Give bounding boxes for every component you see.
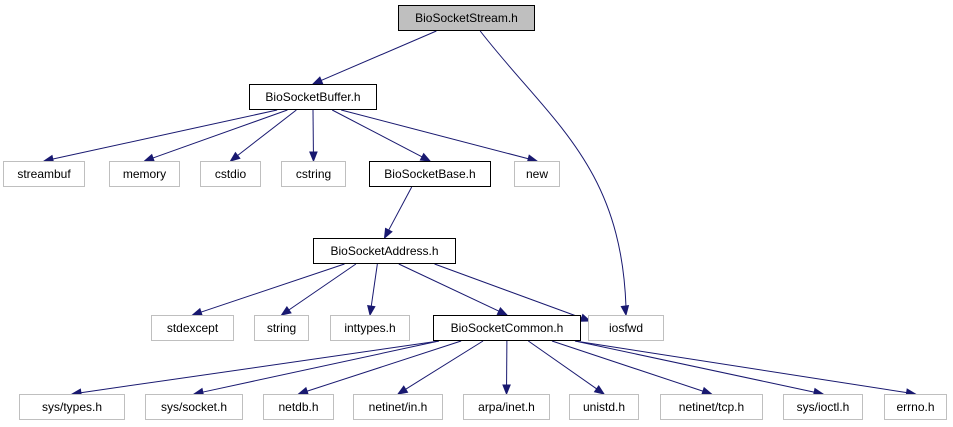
edge-line (551, 340, 705, 392)
edge-line (574, 340, 908, 394)
edge-line (320, 30, 437, 82)
edge-line (79, 340, 440, 394)
edge-line (387, 186, 413, 232)
edge-line (51, 109, 278, 160)
node-netinet-in-h: netinet/in.h (353, 394, 443, 420)
edge-arrowhead (280, 306, 292, 316)
node-sys-ioctl-h: sys/ioctl.h (783, 394, 863, 420)
edge-line (341, 109, 530, 160)
edge-arrowhead (229, 151, 241, 162)
node-biosocketcommon-h[interactable]: BioSocketCommon.h (433, 315, 581, 341)
edge-common-to-errno (574, 340, 917, 397)
node-biosocketbuffer-h[interactable]: BioSocketBuffer.h (249, 84, 377, 110)
edge-common-to-systypes (70, 340, 440, 397)
node-netdb-h: netdb.h (263, 394, 334, 420)
node-inttypes-h: inttypes.h (330, 315, 410, 341)
node-biosocketbase-h[interactable]: BioSocketBase.h (369, 161, 491, 187)
edge-line (151, 109, 288, 159)
edge-buffer-to-memory (143, 109, 288, 162)
edge-arrowhead (383, 227, 393, 240)
node-iosfwd: iosfwd (588, 315, 664, 341)
node-sys-socket-h: sys/socket.h (145, 394, 243, 420)
edge-buffer-to-base (331, 109, 432, 162)
edge-common-to-arpainet (502, 340, 511, 396)
node-cstdio: cstdio (200, 161, 261, 187)
node-unistd-h: unistd.h (569, 394, 639, 420)
edge-arrowhead (309, 151, 318, 163)
edge-common-to-netinetin (396, 340, 484, 395)
node-netinet-tcp-h: netinet/tcp.h (660, 394, 763, 420)
node-biosocketaddress-h[interactable]: BioSocketAddress.h (313, 238, 456, 264)
edge-arrowhead (620, 305, 630, 317)
edge-arrowhead (367, 304, 376, 317)
edge-arrowhead (593, 384, 606, 395)
node-biosocketstream-h: BioSocketStream.h (398, 5, 535, 31)
edge-address-to-common (398, 263, 509, 316)
edge-arrowhead (579, 313, 592, 322)
edge-stream-to-buffer (311, 30, 437, 85)
node-stdexcept: stdexcept (151, 315, 234, 341)
edge-buffer-to-streambuf (42, 109, 278, 164)
node-memory: memory (109, 161, 180, 187)
edge-arrowhead (419, 152, 432, 162)
node-string: string (254, 315, 309, 341)
edge-address-to-stdexcept (191, 263, 345, 317)
edge-arrowhead (311, 76, 324, 85)
edge-line (479, 30, 627, 308)
edge-line (199, 263, 345, 313)
edge-line (434, 263, 583, 319)
edge-address-to-inttypes (367, 263, 378, 317)
edge-arrowhead (396, 385, 409, 395)
edge-line (305, 340, 462, 392)
node-errno-h: errno.h (884, 394, 947, 420)
edge-line (236, 109, 297, 157)
edge-buffer-to-cstdio (229, 109, 297, 162)
edge-line (404, 340, 484, 391)
edge-line (370, 263, 378, 308)
node-sys-types-h: sys/types.h (19, 394, 125, 420)
edge-line (287, 263, 357, 311)
node-streambuf: streambuf (3, 161, 85, 187)
edge-arrowhead (502, 384, 511, 396)
edge-arrowhead (496, 307, 509, 316)
edge-common-to-unistd (528, 340, 606, 395)
edge-line (528, 340, 598, 390)
edge-address-to-iosfwd (434, 263, 592, 322)
edge-line (201, 340, 440, 393)
edge-line (398, 263, 500, 313)
edge-common-to-sysioctl (574, 340, 825, 397)
edge-line (331, 109, 424, 158)
node-arpa-inet-h: arpa/inet.h (463, 394, 550, 420)
edge-buffer-to-cstring (309, 109, 318, 163)
edge-stream-to-iosfwd (479, 30, 630, 317)
node-new: new (514, 161, 560, 187)
edge-base-to-address (383, 186, 413, 240)
node-cstring: cstring (281, 161, 346, 187)
edge-address-to-string (280, 263, 357, 316)
edge-common-to-netinettcp (551, 340, 713, 396)
edge-line (574, 340, 816, 393)
edge-buffer-to-new (341, 109, 539, 163)
